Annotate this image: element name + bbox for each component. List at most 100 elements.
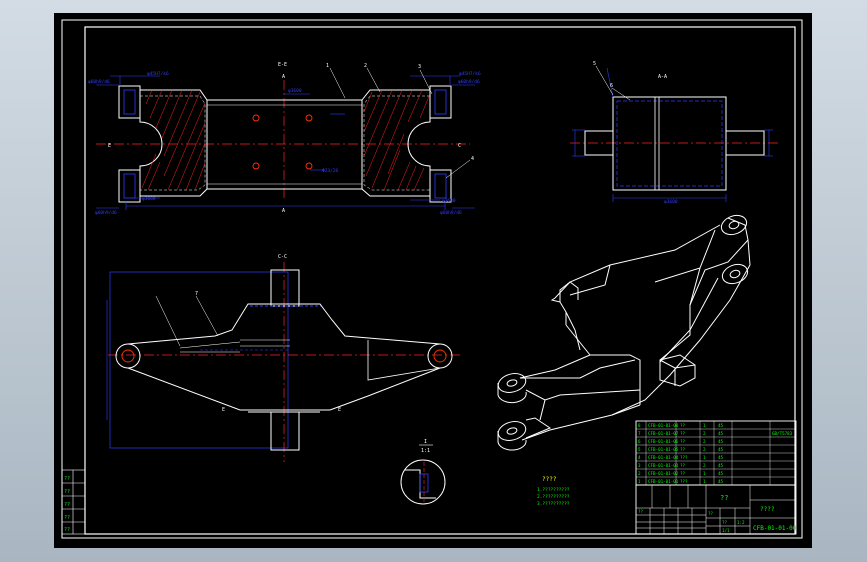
marker-bottom: A [282,208,285,214]
drawing-canvas [54,13,812,548]
bom-cell-1-1: CFB-01-01-08 [648,423,679,428]
bom-cell-2-0: 7 [638,431,641,436]
tech-notes: ???? 1.?????????? 2.?????????? 3.???????… [537,476,570,507]
marker-top: A [282,74,285,80]
bom-cell-4-3: 2 [703,447,706,452]
balloon-5: 5 [593,61,596,67]
top-left-end [139,89,208,197]
dim-left-upper: φ45H7/k6 [147,71,169,77]
tb-label-mid: ?? [708,511,714,516]
isometric-view [497,214,751,451]
label-top-view: E-E [278,62,287,68]
top-right-end [361,89,431,197]
strip-label-5: ?? [64,527,70,533]
cut-right: C [458,143,461,149]
detail-scale: 1:1 [421,448,430,454]
bom-cell-5-1: CFB-01-01-04 [648,455,679,460]
label-bottom-left: E [222,407,225,413]
front-dim-box [109,271,289,449]
bom-cell-7-0: 2 [638,471,641,476]
bom-cell-3-0: 6 [638,439,641,444]
detail-label: I [424,439,427,445]
dim-right-small: φ3600 [442,198,456,204]
bom-cell-5-3: 1 [703,455,706,460]
side-shaft-left [584,130,614,156]
bom-cell-8-1: CFB-01-01-01 [648,479,679,484]
bom-cell-7-3: 1 [703,471,706,476]
balloon-6: 6 [610,83,613,89]
inner-frame [84,26,796,535]
notes-title: ???? [542,476,557,483]
tb-label-left: ?? [638,509,644,514]
label-side-view: A-A [658,74,667,80]
bom-cell-2-2: ?? [680,431,686,436]
balloon-3: 3 [418,64,421,70]
dim-side-bottom: φ3600 [664,199,678,205]
title-block: ?? CFB-01-01-00 ???? ?? ?? ?? 1:2 1/1 [635,484,797,535]
notes-line-1: 1.?????????? [537,487,570,493]
bom-cell-1-0: 8 [638,423,641,428]
dim-left-lower: φ60h9/d6 [95,210,117,216]
bom-cell-8-4: 45 [718,479,724,484]
bom-cell-2-1: CFB-01-01-07 [648,431,679,436]
label-bottom-right: E [338,407,341,413]
strip-label-3: ?? [64,502,70,508]
bom-cell-8-3: 1 [703,479,706,484]
bom-cell-1-3: 1 [703,423,706,428]
bom-cell-3-3: 2 [703,439,706,444]
dim-center-right: Φ23/26 [322,168,339,174]
strip-label-4: ?? [64,515,70,521]
bom-cell-7-1: CFB-01-01-02 [648,471,679,476]
bom-cell-8-2: ??? [680,479,688,484]
bom-cell-3-1: CFB-01-01-06 [648,439,679,444]
bom-cell-2-3: 2 [703,431,706,436]
bom-cell-4-0: 5 [638,447,641,452]
outer-frame [61,19,803,539]
bom-cell-2-4: 45 [718,431,724,436]
bom-cell-6-2: ?? [680,463,686,468]
bom-cell-8-0: 1 [638,479,641,484]
dim-left-small: φ3000 [142,196,156,202]
notes-line-2: 2.?????????? [537,494,570,500]
dim-left-outer: φ60h9/d6 [88,79,110,85]
drawing-number: CFB-01-01-00 [753,525,797,532]
dim-right-outer: φ60h9/d6 [458,79,480,85]
bom-cell-3-2: ?? [680,439,686,444]
front-body [127,303,441,411]
front-view: C-C E E 7 [106,254,460,462]
bom-cell-7-4: 45 [718,471,724,476]
left-strip [61,469,86,535]
bom-cell-5-0: 4 [638,455,641,460]
bom-cell-4-4: 45 [718,447,724,452]
tb-label-scale: ?? [722,520,728,525]
bom-cell-6-0: 3 [638,463,641,468]
dim-right-upper: φ45H7/k6 [459,71,481,77]
bom-cell-2-5: GB/T5783 [772,431,793,436]
bom-cell-4-2: ?? [680,447,686,452]
bom-cell-5-4: 45 [718,455,724,460]
dim-center-top: φ3600 [288,88,302,94]
cut-left: E [108,143,111,149]
bom-cell-1-4: 45 [718,423,724,428]
balloon-1: 1 [326,63,329,69]
tb-sheet: 1/1 [722,528,730,533]
balloon-4: 4 [471,156,474,162]
bom-cell-3-4: 45 [718,439,724,444]
bom-cell-6-1: CFB-01-01-03 [648,463,679,468]
bom-cell-4-1: CFB-01-01-05 [648,447,679,452]
top-left-hatch [141,89,206,191]
side-view: A-A 5 6 φ3600 [570,61,780,205]
sheet-label: ???? [760,506,775,513]
balloon-7: 7 [195,291,198,297]
bom-cell-6-3: 2 [703,463,706,468]
label-front-view: C-C [278,254,287,260]
bom-cell-5-2: ??? [680,455,688,460]
detail-view: I 1:1 [400,439,446,505]
strip-label-1: ?? [64,476,70,482]
bom-cell-6-4: 45 [718,463,724,468]
notes-line-3: 3.?????????? [537,501,570,507]
tb-scale: 1:2 [737,520,745,525]
bom-cell-7-2: ?? [680,471,686,476]
top-view: φ45H7/k6 φ60h9/d6 φ45H7/k6 φ60h9/d6 φ360… [88,62,481,216]
